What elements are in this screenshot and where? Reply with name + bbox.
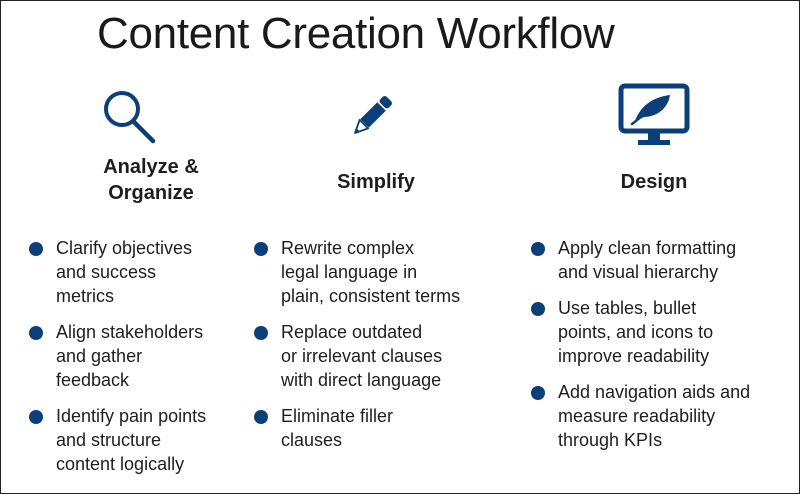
bullet-line: points, and icons to	[558, 322, 714, 342]
bullet-item: Apply clean formatting and visual hierar…	[531, 236, 796, 284]
bullet-item: Add navigation aids and measure readabil…	[531, 380, 796, 452]
heading-line: Analyze &	[103, 156, 199, 178]
heading-design: Design	[574, 169, 734, 195]
bullet-line: Identify pain points	[56, 406, 207, 426]
bullet-line: with direct language	[281, 370, 442, 390]
bullet-line: measure readability	[558, 406, 716, 426]
bullet-dot-icon	[254, 410, 268, 424]
bullet-item: Align stakeholders and gather feedback	[29, 320, 249, 392]
bullet-item: Clarify objectives and success metrics	[29, 236, 249, 308]
bullet-list-analyze: Clarify objectives and success metrics A…	[29, 236, 249, 488]
bullet-line: content logically	[56, 454, 185, 474]
heading-simplify: Simplify	[296, 169, 456, 195]
bullet-list-design: Apply clean formatting and visual hierar…	[531, 236, 796, 464]
bullet-line: Eliminate filler	[281, 406, 394, 426]
bullet-item: Identify pain points and structure conte…	[29, 404, 249, 476]
bullet-line: legal language in	[281, 262, 418, 282]
bullet-item: Eliminate filler clauses	[254, 404, 494, 452]
heading-analyze-organize: Analyze & Organize	[71, 154, 231, 206]
slide-title: Content Creation Workflow	[97, 9, 615, 58]
bullet-line: Align stakeholders	[56, 322, 204, 342]
bullet-line: Rewrite complex	[281, 238, 415, 258]
bullet-line: and visual hierarchy	[558, 262, 719, 282]
bullet-dot-icon	[29, 242, 43, 256]
pencil-icon	[354, 96, 392, 134]
bullet-dot-icon	[29, 410, 43, 424]
bullet-line: Replace outdated	[281, 322, 423, 342]
bullet-line: and gather	[56, 346, 143, 366]
bullet-line: Add navigation aids and	[558, 382, 751, 402]
bullet-dot-icon	[531, 302, 545, 316]
bullet-item: Use tables, bullet points, and icons to …	[531, 296, 796, 368]
bullet-dot-icon	[531, 242, 545, 256]
bullet-line: or irrelevant clauses	[281, 346, 443, 366]
bullet-line: plain, consistent terms	[281, 286, 461, 306]
bullet-line: metrics	[56, 286, 114, 306]
bullet-list-simplify: Rewrite complex legal language in plain,…	[254, 236, 494, 464]
bullet-dot-icon	[29, 326, 43, 340]
magnifying-glass-icon	[104, 91, 156, 144]
heading-line: Simplify	[337, 171, 415, 193]
bullet-line: Apply clean formatting	[558, 238, 737, 258]
bullet-item: Replace outdated or irrelevant clauses w…	[254, 320, 494, 392]
bullet-line: clauses	[281, 430, 343, 450]
heading-line: Design	[620, 171, 688, 193]
heading-line: Organize	[108, 182, 194, 204]
bullet-line: improve readability	[558, 346, 710, 366]
monitor-feather-icon	[618, 83, 690, 145]
bullet-dot-icon	[531, 386, 545, 400]
bullet-line: and structure	[56, 430, 162, 450]
bullet-item: Rewrite complex legal language in plain,…	[254, 236, 494, 308]
bullet-dot-icon	[254, 242, 268, 256]
bullet-dot-icon	[254, 326, 268, 340]
bullet-line: Clarify objectives	[56, 238, 193, 258]
bullet-line: Use tables, bullet	[558, 298, 697, 318]
bullet-line: and success	[56, 262, 157, 282]
bullet-line: feedback	[56, 370, 130, 390]
bullet-line: through KPIs	[558, 430, 663, 450]
